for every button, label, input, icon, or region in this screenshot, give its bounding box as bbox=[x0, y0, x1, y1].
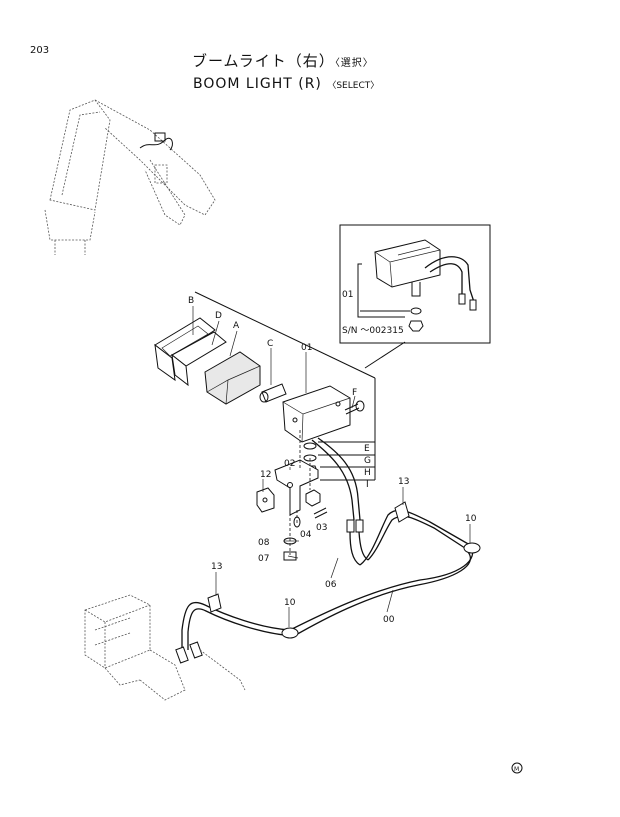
callout-04: 04 bbox=[300, 530, 312, 540]
leader-lines bbox=[192, 306, 471, 627]
callout-06: 06 bbox=[325, 580, 337, 590]
group-brackets bbox=[194, 291, 376, 481]
callout-labels: B D A C 01 F E G H I 01 S/N ～002315 02 1… bbox=[188, 290, 477, 625]
harness-00 bbox=[175, 501, 481, 664]
cab-sketch bbox=[84, 594, 246, 701]
callout-00: 00 bbox=[383, 615, 395, 625]
callout-D: D bbox=[215, 311, 222, 321]
lamp-assembly bbox=[154, 317, 365, 561]
callout-12: 12 bbox=[260, 470, 271, 480]
callout-H: H bbox=[364, 468, 371, 478]
serial-note: S/N ～002315 bbox=[342, 326, 404, 336]
stamp-letter: M bbox=[514, 766, 519, 773]
callout-E: E bbox=[364, 444, 370, 454]
callout-C: C bbox=[267, 339, 273, 349]
callout-13-left: 13 bbox=[211, 562, 222, 572]
callout-B: B bbox=[188, 296, 194, 306]
harness-06 bbox=[346, 519, 369, 566]
title-japanese-suffix: 〈選択〉 bbox=[334, 58, 374, 69]
callout-I: I bbox=[366, 480, 369, 490]
callout-A: A bbox=[233, 321, 240, 331]
callout-F: F bbox=[352, 388, 357, 398]
title-english: BOOM LIGHT (R) 〈SELECT〉 bbox=[193, 77, 379, 91]
callout-03: 03 bbox=[316, 523, 327, 533]
callout-01-main: 01 bbox=[301, 343, 312, 353]
page-number: 203 bbox=[30, 45, 50, 56]
title-english-main: BOOM LIGHT (R) bbox=[193, 76, 322, 92]
callout-G: G bbox=[364, 456, 371, 466]
callout-13-right: 13 bbox=[398, 477, 409, 487]
title-english-suffix: 〈SELECT〉 bbox=[327, 81, 380, 91]
callout-02: 02 bbox=[284, 459, 295, 469]
callout-07: 07 bbox=[258, 554, 269, 564]
callout-08: 08 bbox=[258, 538, 270, 548]
title-japanese: ブームライト（右）〈選択〉 bbox=[192, 54, 374, 69]
stamp-mark: M bbox=[511, 762, 523, 774]
title-japanese-main: ブームライト（右） bbox=[192, 52, 335, 70]
callout-10-right: 10 bbox=[465, 514, 477, 524]
inset-box bbox=[339, 224, 491, 369]
boom-sketch bbox=[44, 99, 216, 255]
callout-01-inset: 01 bbox=[342, 290, 353, 300]
callout-10-left: 10 bbox=[284, 598, 296, 608]
